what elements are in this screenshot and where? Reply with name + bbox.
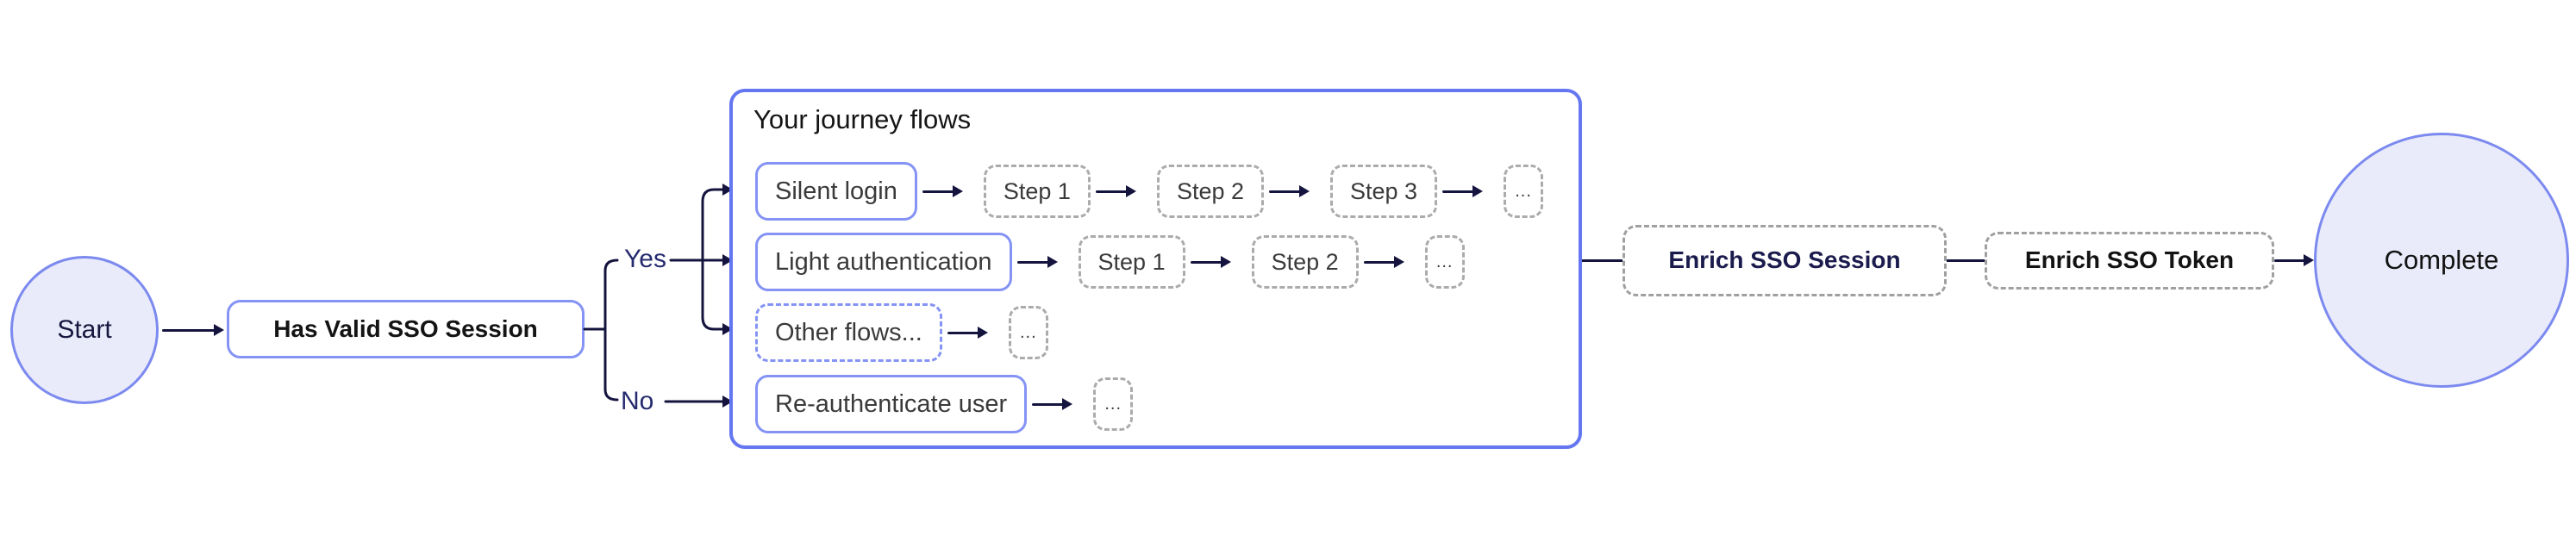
enrich-sso-token-node: Enrich SSO Token <box>1985 231 2274 290</box>
re-authenticate-user-label: Re-authenticate user <box>775 389 1008 418</box>
flow-row-re-authenticate-user: Re-authenticate user ... <box>755 375 1134 433</box>
decision-label: Has Valid SSO Session <box>273 315 538 342</box>
arrow-shaft <box>2274 258 2305 262</box>
start-label: Start <box>57 315 112 344</box>
arrow-head-icon <box>214 324 224 336</box>
other-flows-label: Other flows... <box>775 318 922 346</box>
step-label: Step 3 <box>1350 177 1418 204</box>
arrow-head-icon <box>1047 256 1058 268</box>
re-authenticate-user-node: Re-authenticate user <box>755 375 1028 433</box>
arrow-head-icon <box>952 185 963 197</box>
row-arrow <box>1027 396 1093 412</box>
enrich-sso-session-node: Enrich SSO Session <box>1623 224 1947 296</box>
session-to-token-line <box>1947 258 1985 262</box>
row-arrow <box>1185 254 1252 270</box>
silent-login-node: Silent login <box>755 162 917 221</box>
journey-flows-title: Your journey flows <box>753 104 972 134</box>
more-steps-label: ... <box>1104 394 1122 414</box>
row-arrow <box>1091 184 1157 199</box>
more-steps-node: ... <box>1424 235 1465 289</box>
more-steps-label: ... <box>1515 181 1532 201</box>
decision-node: Has Valid SSO Session <box>227 300 585 358</box>
bracket-curve <box>603 258 619 402</box>
arrow-shaft <box>1442 190 1475 193</box>
container-to-session-line <box>1582 258 1623 262</box>
more-steps-node: ... <box>1504 165 1544 218</box>
arrow-shaft <box>1190 260 1222 264</box>
other-flows-node: Other flows... <box>755 303 942 362</box>
arrow-shaft <box>1363 260 1396 264</box>
row-arrow <box>1359 254 1425 270</box>
journey-flows-container: Your journey flows Silent login Step 1 S… <box>729 89 1582 449</box>
yes-branch-down-line <box>701 258 724 331</box>
row-arrow <box>917 184 984 199</box>
row-arrow <box>1437 184 1504 199</box>
arrow-shaft <box>162 328 216 332</box>
arrow-head-icon <box>1125 185 1136 197</box>
arrow-shaft <box>1269 190 1301 193</box>
flow-row-other-flows: Other flows... ... <box>755 303 1048 362</box>
yes-branch-label: Yes <box>624 245 666 273</box>
row-arrow <box>1012 254 1079 270</box>
no-branch-label: No <box>621 387 654 415</box>
step-label: Step 2 <box>1271 248 1339 275</box>
post-journey-chain: Enrich SSO Session Enrich SSO Token Comp… <box>1582 131 2569 389</box>
arrow-head-icon <box>722 395 733 408</box>
step-label: Step 1 <box>1097 248 1166 275</box>
arrow-head-icon <box>1220 256 1231 268</box>
light-authentication-label: Light authentication <box>775 247 992 276</box>
step-label: Step 1 <box>1003 177 1071 204</box>
arrow-head-icon <box>722 184 733 196</box>
light-authentication-node: Light authentication <box>755 233 1012 291</box>
yes-branch-up-line <box>701 188 724 262</box>
row-arrow <box>1264 184 1330 199</box>
arrow-shaft <box>947 331 979 334</box>
more-steps-node: ... <box>1093 377 1134 431</box>
arrow-head-icon <box>1062 398 1073 410</box>
silent-login-label: Silent login <box>775 177 897 205</box>
enrich-sso-token-label: Enrich SSO Token <box>2024 246 2235 273</box>
step-node: Step 2 <box>1251 235 1359 289</box>
arrow-head-icon <box>2304 254 2314 266</box>
arrow-shaft <box>1032 402 1065 406</box>
row-arrow <box>942 325 1009 340</box>
step-node: Step 1 <box>1078 235 1185 289</box>
step-label: Step 2 <box>1176 177 1244 204</box>
flow-row-light-authentication: Light authentication Step 1 Step 2 ... <box>755 233 1465 291</box>
arrow-shaft <box>1016 260 1049 264</box>
arrow-head-icon <box>1472 185 1484 197</box>
more-steps-node: ... <box>1008 306 1048 359</box>
arrow-head-icon <box>1299 185 1310 197</box>
arrow-head-icon <box>722 254 733 266</box>
arrow-head-icon <box>1393 256 1404 268</box>
complete-node: Complete <box>2314 133 2569 388</box>
start-node: Start <box>10 256 159 404</box>
flow-row-silent-login: Silent login Step 1 Step 2 Step 3 ... <box>755 162 1544 221</box>
arrow-head-icon <box>977 327 988 339</box>
start-to-decision-arrow <box>162 322 224 338</box>
arrow-shaft <box>922 190 954 193</box>
enrich-sso-session-label: Enrich SSO Session <box>1668 246 1901 273</box>
arrow-head-icon <box>722 323 733 335</box>
token-to-complete-arrow <box>2274 252 2314 268</box>
complete-label: Complete <box>2384 245 2499 275</box>
more-steps-label: ... <box>1019 322 1037 342</box>
arrow-shaft <box>1095 190 1128 193</box>
more-steps-label: ... <box>1435 252 1454 271</box>
step-node: Step 1 <box>983 165 1091 218</box>
step-node: Step 2 <box>1156 165 1264 218</box>
step-node: Step 3 <box>1330 165 1438 218</box>
branch-connectors <box>583 184 733 408</box>
